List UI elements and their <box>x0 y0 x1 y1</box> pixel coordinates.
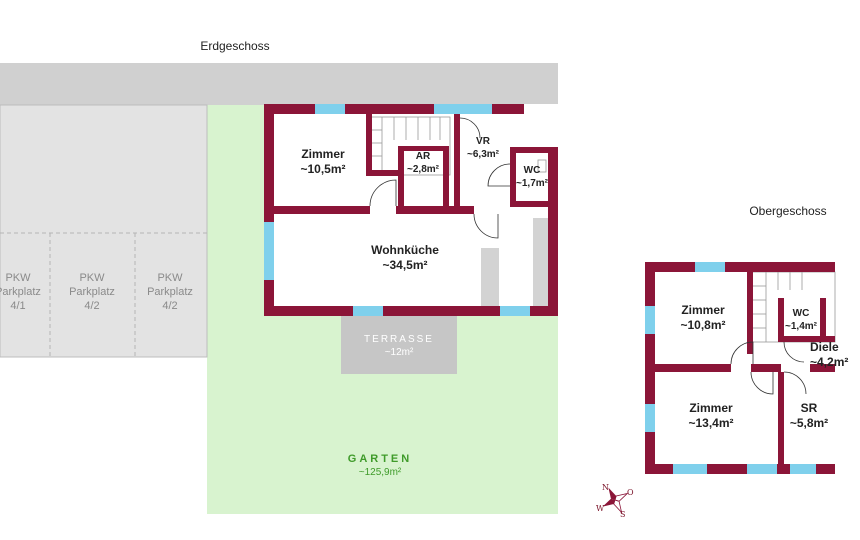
room-zimmer-upper-2: Zimmer ~13,4m² <box>676 401 746 431</box>
terrasse-name: TERRASSE <box>364 334 434 345</box>
parking-1-line3: 4/1 <box>10 299 26 312</box>
room-zimmer-ground: Zimmer ~10,5m² <box>288 147 358 177</box>
room-ar-area: ~2,8m² <box>407 163 439 175</box>
upper-doors <box>730 341 807 395</box>
room-zimmer-ground-area: ~10,5m² <box>300 162 346 176</box>
room-wohnkueche: Wohnküche ~34,5m² <box>360 243 450 273</box>
parking-3-line1: PKW <box>157 272 183 284</box>
parking-outline <box>0 104 208 358</box>
room-wc-upper-name: WC <box>792 308 810 319</box>
ground-windows <box>264 104 530 316</box>
compass-w: W <box>596 504 605 513</box>
parking-2-line3: 4/2 <box>84 299 100 312</box>
room-vr: VR ~6,3m² <box>460 136 506 161</box>
room-ar: AR ~2,8m² <box>402 151 444 176</box>
room-wc-ground: WC ~1,7m² <box>514 165 550 190</box>
upper-walls <box>645 262 835 474</box>
room-zimmer-upper-2-area: ~13,4m² <box>688 416 734 430</box>
compass-s: S <box>620 510 626 519</box>
parking-label-1: PKW Parkplatz 4/1 <box>0 272 56 313</box>
wc-fixture <box>537 159 547 173</box>
terrasse-label: TERRASSE ~12m² <box>346 334 452 359</box>
room-wohnkueche-name: Wohnküche <box>371 243 439 257</box>
parking-1-line1: PKW <box>5 272 31 284</box>
parking-area <box>0 105 207 357</box>
paving-strip <box>0 63 558 105</box>
parking-3-line3: 4/2 <box>162 299 178 312</box>
room-wc-ground-area: ~1,7m² <box>516 177 548 189</box>
garten-area: ~125,9m² <box>358 466 402 478</box>
parking-label-3: PKW Parkplatz 4/2 <box>132 272 208 313</box>
room-zimmer-upper-2-name: Zimmer <box>689 401 733 415</box>
room-wc-upper: WC ~1,4m² <box>782 308 820 333</box>
counter-2 <box>533 218 549 306</box>
ground-floor-house <box>264 104 558 316</box>
room-wc-upper-area: ~1,4m² <box>785 320 817 332</box>
room-vr-name: VR <box>476 136 490 147</box>
room-diele: Diele ~4,2m² <box>810 340 860 370</box>
compass-o: O <box>627 488 634 497</box>
ground-floor-title: Erdgeschoss <box>200 39 270 53</box>
garten-label: GARTEN ~125,9m² <box>330 453 430 479</box>
floor-plan <box>0 63 836 514</box>
room-wc-ground-name: WC <box>523 165 541 176</box>
upper-windows <box>645 262 816 474</box>
ground-doors <box>369 117 511 239</box>
room-wohnkueche-area: ~34,5m² <box>382 258 428 272</box>
garten-name: GARTEN <box>347 453 413 465</box>
parking-label-2: PKW Parkplatz 4/2 <box>54 272 130 313</box>
terrace-area <box>341 316 457 374</box>
room-sr: SR ~5,8m² <box>786 401 832 431</box>
room-vr-area: ~6,3m² <box>467 148 499 160</box>
counter-1 <box>481 248 499 306</box>
room-ar-name: AR <box>415 151 431 162</box>
parking-3-line2: Parkplatz <box>147 285 193 298</box>
upper-floor-house <box>645 262 836 474</box>
room-zimmer-ground-name: Zimmer <box>301 147 345 161</box>
terrasse-area: ~12m² <box>384 346 414 358</box>
room-zimmer-upper-1: Zimmer ~10,8m² <box>668 303 738 333</box>
ground-stairs <box>369 116 451 176</box>
parking-1-line2: Parkplatz <box>0 285 41 298</box>
parking-2-line1: PKW <box>79 272 105 284</box>
room-sr-name: SR <box>800 401 818 415</box>
compass-rose <box>602 487 629 514</box>
room-zimmer-upper-1-name: Zimmer <box>681 303 725 317</box>
compass-n: N <box>602 483 609 492</box>
room-zimmer-upper-1-area: ~10,8m² <box>680 318 726 332</box>
room-sr-area: ~5,8m² <box>789 416 829 430</box>
ground-walls <box>264 104 558 316</box>
room-diele-name: Diele <box>810 340 839 354</box>
upper-floor-title: Obergeschoss <box>749 204 827 218</box>
room-diele-area: ~4,2m² <box>810 355 849 369</box>
parking-2-line2: Parkplatz <box>69 285 115 298</box>
